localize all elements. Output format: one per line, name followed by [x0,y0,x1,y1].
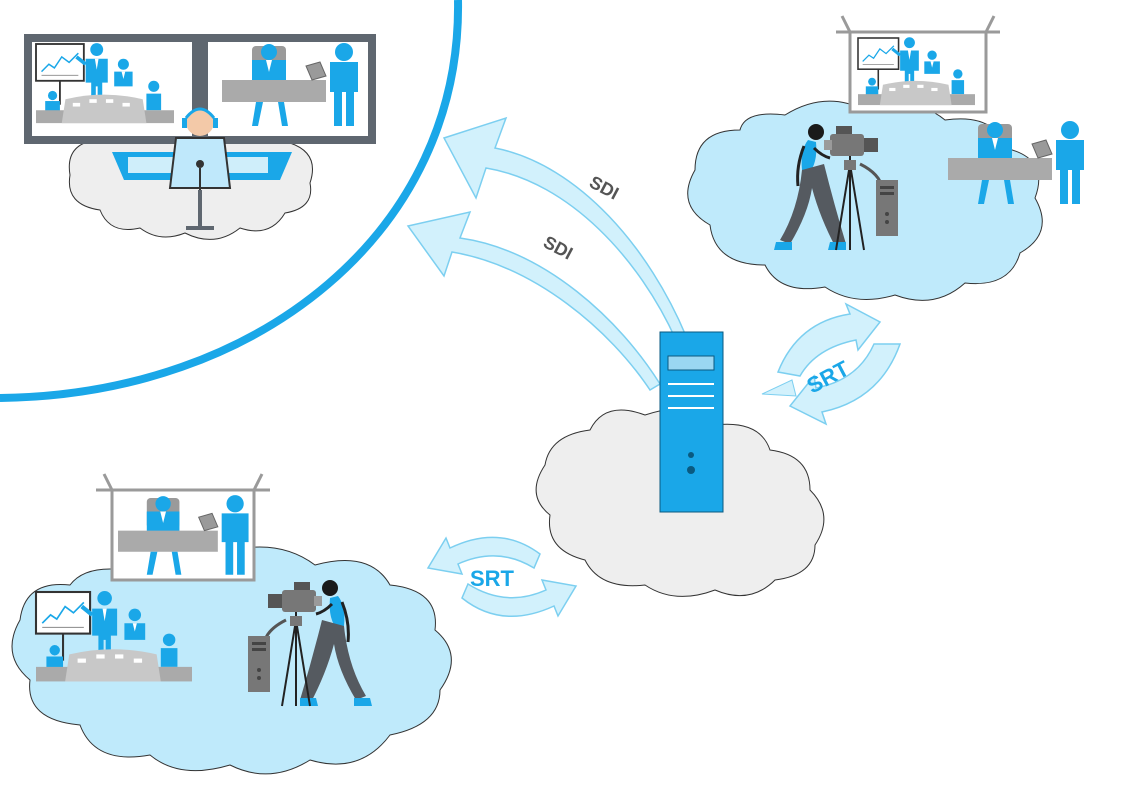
control-room-boundary-arc [0,0,463,402]
operator-icon [112,107,292,230]
sdi-arrow-lower [406,210,662,392]
server-tower-icon [659,331,724,513]
monitor-right [200,34,376,144]
remote-studio-right [687,15,1085,301]
srt-arrow-left-top [426,536,541,575]
srt-arrow-left-bottom [461,579,578,618]
srt-exchange-left: SRT [426,536,578,618]
srt-label-left: SRT [470,566,515,591]
control-room [24,34,376,240]
sdi-label-lower: SDI [540,232,576,264]
sdi-arrow-upper [442,116,687,341]
srt-arrow-right-bottom [788,343,902,426]
srt-exchange-right: SRT [761,302,902,426]
server-node [535,331,825,597]
monitor-left [24,34,200,144]
studio-right-frame [836,15,1000,114]
studio-left-frame [96,473,270,582]
srt-arrow-right-top [776,302,882,377]
remote-studio-left [11,473,452,775]
